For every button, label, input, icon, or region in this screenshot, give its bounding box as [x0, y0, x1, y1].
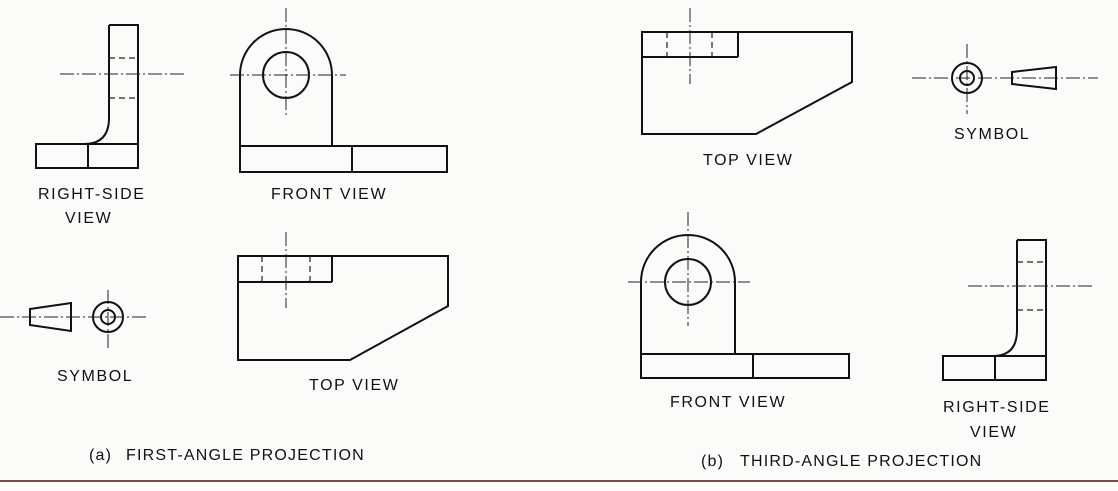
b-front-view-label: FRONT VIEW: [670, 394, 786, 411]
bottom-rule: [0, 480, 1118, 482]
a-right-side-view: [35, 24, 186, 169]
b-caption-letter: (b): [701, 453, 724, 470]
a-top-view: [237, 232, 449, 361]
a-projection-symbol: [0, 290, 148, 350]
b-top-view: [641, 8, 853, 135]
b-right-side-view-label-1: RIGHT-SIDE: [943, 399, 1051, 416]
a-caption: FIRST-ANGLE PROJECTION: [126, 447, 365, 464]
a-front-view-label: FRONT VIEW: [271, 186, 387, 203]
b-top-view-label: TOP VIEW: [703, 152, 793, 169]
b-projection-symbol: [912, 44, 1098, 114]
a-symbol-label: SYMBOL: [57, 368, 133, 385]
a-front-view: [230, 8, 448, 173]
b-right-side-view: [942, 239, 1094, 381]
b-symbol-label: SYMBOL: [954, 126, 1030, 143]
a-right-side-view-label-1: RIGHT-SIDE: [38, 186, 146, 203]
a-top-view-label: TOP VIEW: [309, 377, 399, 394]
a-right-side-view-label-2: VIEW: [65, 210, 112, 227]
b-caption: THIRD-ANGLE PROJECTION: [740, 453, 982, 470]
b-front-view: [628, 212, 850, 379]
b-right-side-view-label-2: VIEW: [970, 424, 1017, 441]
a-caption-letter: (a): [89, 447, 112, 464]
